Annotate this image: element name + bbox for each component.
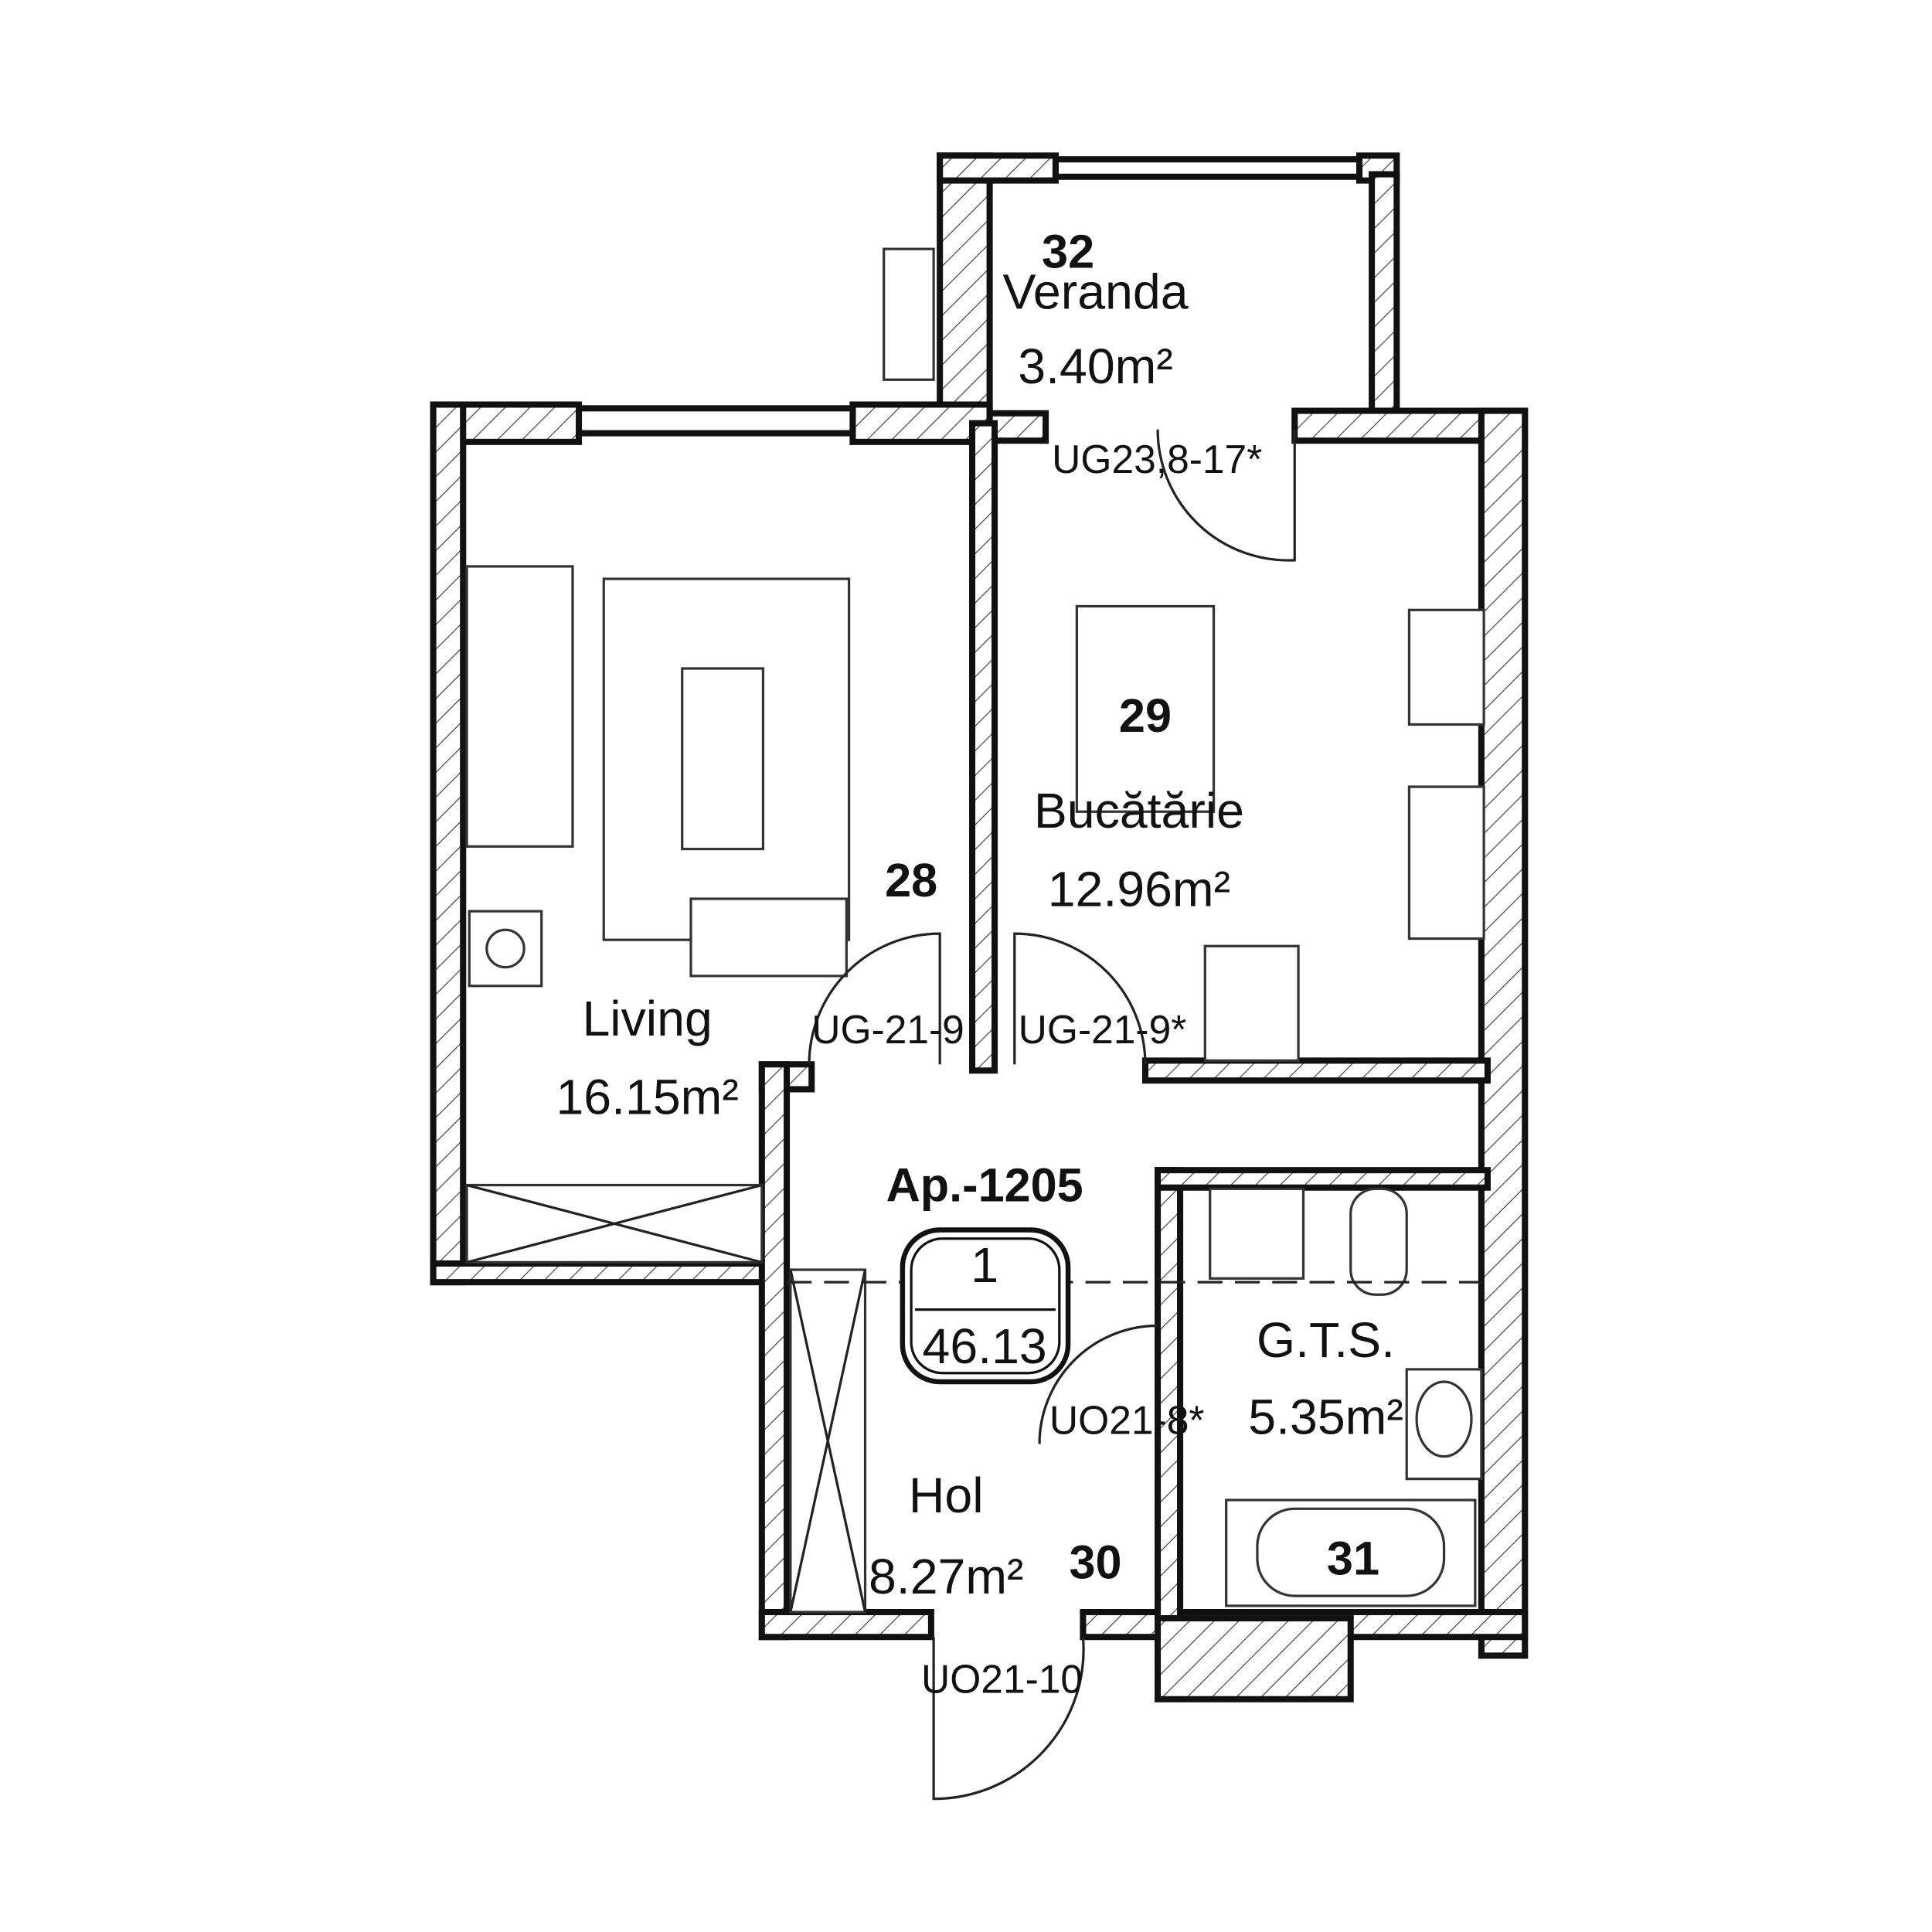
room-area: 5.35m²	[1248, 1389, 1403, 1445]
apartment-badge: 1 46.13 Ap.-1205	[886, 1158, 1083, 1385]
room-number: 32	[1042, 225, 1094, 277]
room-veranda: 32 Veranda 3.40m²	[1003, 225, 1189, 394]
apartment-total-area: 46.13	[923, 1318, 1047, 1374]
room-name: Living	[582, 991, 712, 1046]
furniture	[465, 247, 1485, 1614]
room-area: 3.40m²	[1018, 338, 1173, 394]
room-number: 29	[1119, 689, 1172, 742]
door-labels: UG23,8-17* UG-21-9 UG-21-9* UO21-8* UO21…	[811, 437, 1262, 1702]
room-living: 28 Living 16.15m²	[556, 854, 937, 1125]
room-area: 12.96m²	[1048, 862, 1230, 917]
apartment-number: 1	[971, 1237, 998, 1293]
room-number: 28	[885, 854, 937, 906]
door-label: UO21-10	[921, 1657, 1083, 1702]
room-name: Bucătărie	[1034, 783, 1244, 838]
room-area: 16.15m²	[556, 1070, 738, 1125]
door-label: UO21-8*	[1049, 1398, 1205, 1443]
door-label: UG-21-9	[811, 1007, 964, 1052]
apartment-name: Ap.-1205	[886, 1158, 1083, 1211]
room-bathroom: 31 G.T.S. 5.35m²	[1248, 1312, 1403, 1585]
room-name: Veranda	[1003, 264, 1189, 319]
room-name: Hol	[909, 1468, 984, 1523]
room-hall: 30 Hol 8.27m²	[869, 1468, 1122, 1604]
room-number: 30	[1069, 1536, 1121, 1589]
walls	[430, 152, 1529, 1702]
door-label: UG23,8-17*	[1052, 437, 1262, 481]
room-area: 8.27m²	[869, 1549, 1024, 1604]
room-kitchen: 29 Bucătărie 12.96m²	[1034, 689, 1244, 917]
room-name: G.T.S.	[1257, 1312, 1395, 1368]
door-label: UG-21-9*	[1019, 1007, 1187, 1052]
door-swings	[808, 429, 1296, 1801]
room-number: 31	[1327, 1532, 1379, 1585]
